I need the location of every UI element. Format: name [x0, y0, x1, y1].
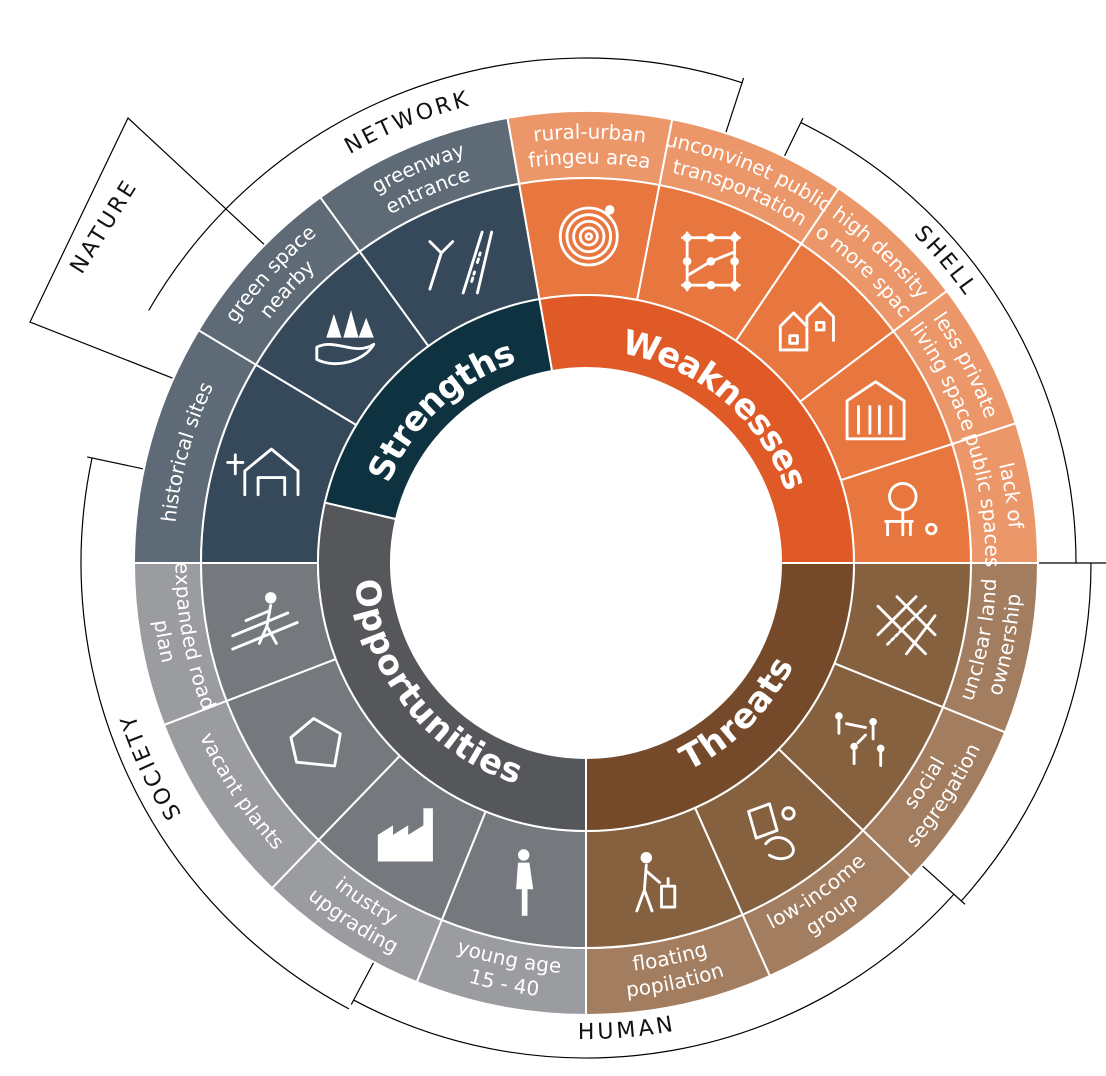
houses-icon — [778, 301, 835, 352]
road-worker-icon — [231, 592, 299, 651]
label-ring — [132, 110, 1040, 1017]
overlapping-lots-icon — [876, 595, 937, 656]
segment-label-3: rural-urban — [532, 119, 648, 147]
people-apart-icon — [835, 712, 885, 767]
outer-arc-2 — [960, 562, 1092, 902]
church-icon — [226, 447, 300, 497]
park-bench-icon — [884, 481, 938, 537]
ring-label-4: HUMAN — [578, 1012, 678, 1045]
icons-layer — [226, 205, 938, 916]
ring-label-3: NATURE — [66, 175, 144, 279]
outer-arc-1 — [800, 122, 1077, 564]
transit-map-icon — [680, 231, 741, 292]
forest-lake-icon — [315, 310, 376, 366]
quadrant-ring — [317, 294, 856, 833]
vacant-lot-icon — [289, 717, 342, 768]
greenway-road-icon — [428, 230, 494, 295]
begging-hands-icon — [747, 802, 796, 860]
traveler-luggage-icon — [635, 852, 677, 913]
icon-ring — [199, 177, 973, 950]
center-hole — [391, 368, 781, 758]
outer-arc-4 — [80, 457, 350, 1010]
outer-arc-3 — [353, 893, 955, 1059]
bedroom-icon — [845, 380, 906, 441]
factory-icon — [377, 808, 433, 862]
outer-arc-0 — [148, 57, 743, 311]
young-woman-icon — [516, 849, 534, 916]
concentric-circles-icon — [558, 205, 619, 267]
